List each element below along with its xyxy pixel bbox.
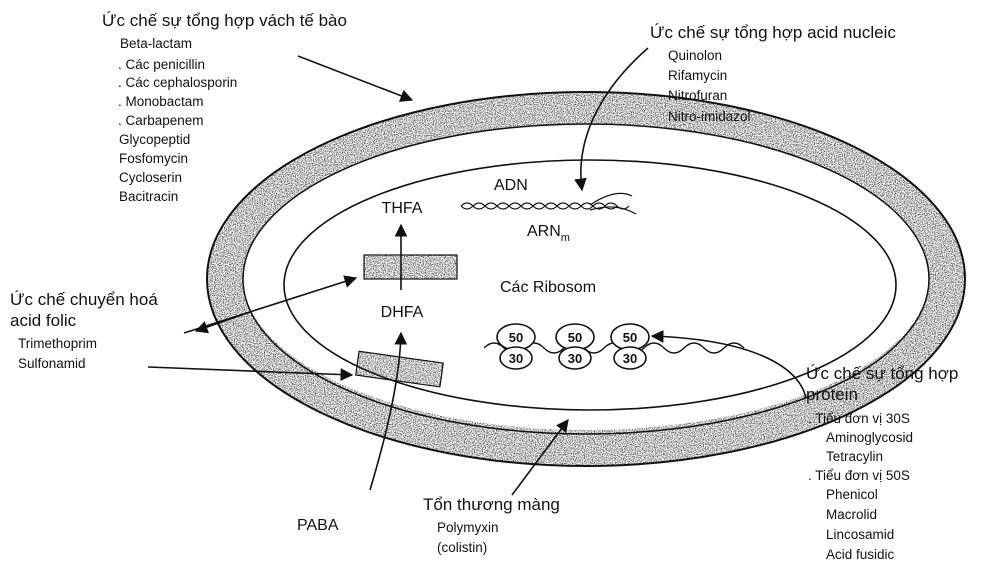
cell-wall-item: Fosfomycin — [119, 151, 188, 166]
protein-item: Phenicol — [826, 487, 878, 502]
protein-heading-line1: Ức chế sự tổng hợp — [806, 364, 958, 383]
folic-acid-heading-line2: acid folic — [10, 311, 77, 330]
arn-subscript: m — [561, 232, 570, 244]
ribosome-3: 50 30 — [611, 324, 649, 369]
protein-item: Acid fusidic — [826, 547, 895, 562]
protein-item: . Tiểu đơn vị 30S — [808, 411, 910, 426]
paba-label: PABA — [297, 517, 339, 534]
cell-wall-item: Glycopeptid — [119, 132, 190, 147]
dna-strands — [461, 193, 636, 214]
ribosome-large-label: 50 — [623, 330, 637, 345]
folic-acid-item: Sulfonamid — [18, 356, 86, 371]
cell-wall-item: Bacitracin — [119, 189, 178, 204]
ribosomes-label: Các Ribosom — [500, 279, 596, 296]
nucleic-acid-item: Nitrofuran — [668, 88, 727, 103]
cell-wall-item: . Các cephalosporin — [118, 75, 237, 90]
ribosome-small-label: 30 — [568, 351, 582, 366]
protein-item: Lincosamid — [826, 527, 894, 542]
cell-wall-item: Cycloserin — [119, 170, 182, 185]
dhfa-label: DHFA — [381, 304, 424, 321]
protein-item: Tetracylin — [826, 449, 883, 464]
folic-acid-heading-line1: Ức chế chuyển hoá — [10, 290, 158, 309]
cell-wall-item: Beta-lactam — [120, 36, 192, 51]
ribosome-2: 50 30 — [556, 324, 594, 369]
nucleic-acid-item: Rifamycin — [668, 68, 727, 83]
protein-heading-line2: protein — [806, 385, 858, 404]
arrow-protein — [652, 336, 806, 398]
ribosome-small-label: 30 — [623, 351, 637, 366]
adn-label: ADN — [494, 177, 528, 194]
arn-label: ARNm — [527, 223, 570, 244]
folic-acid-item: Trimethoprim — [18, 336, 97, 351]
ribosome-1: 50 30 — [497, 324, 535, 369]
arrow-cell-wall — [298, 56, 412, 100]
membrane-heading: Tổn thương màng — [423, 495, 560, 514]
membrane-item: Polymyxin — [437, 520, 499, 535]
nucleic-acid-heading: Ức chế sự tổng hợp acid nucleic — [650, 23, 896, 42]
cell-wall-item: . Các penicillin — [118, 57, 205, 72]
membrane-damage-group: Tổn thương màng Polymyxin (colistin) — [423, 495, 560, 555]
protein-item: . Tiểu đơn vị 50S — [808, 468, 910, 483]
arn-main: ARN — [527, 223, 561, 240]
protein-item: Macrolid — [826, 507, 877, 522]
cell-wall-heading: Ức chế sự tổng hợp vách tế bào — [102, 11, 347, 30]
protein-item: Aminoglycosid — [826, 430, 913, 445]
nucleic-acid-synthesis-group: Ức chế sự tổng hợp acid nucleic Quinolon… — [650, 23, 896, 124]
ribosome-large-label: 50 — [568, 330, 582, 345]
nucleic-acid-item: Quinolon — [668, 48, 722, 63]
ribosome-small-label: 30 — [509, 351, 523, 366]
trimethoprim-block-bar — [364, 255, 457, 279]
membrane-item: (colistin) — [437, 540, 487, 555]
thfa-label: THFA — [382, 200, 423, 217]
cell-wall-item: . Carbapenem — [118, 113, 204, 128]
ribosome-large-label: 50 — [509, 330, 523, 345]
cell-wall-item: . Monobactam — [118, 94, 204, 109]
arrow-sulfonamide — [148, 367, 352, 375]
nucleic-acid-item: Nitro-imidazol — [668, 109, 751, 124]
folic-acid-group: Ức chế chuyển hoá acid folic Trimethopri… — [10, 290, 158, 371]
